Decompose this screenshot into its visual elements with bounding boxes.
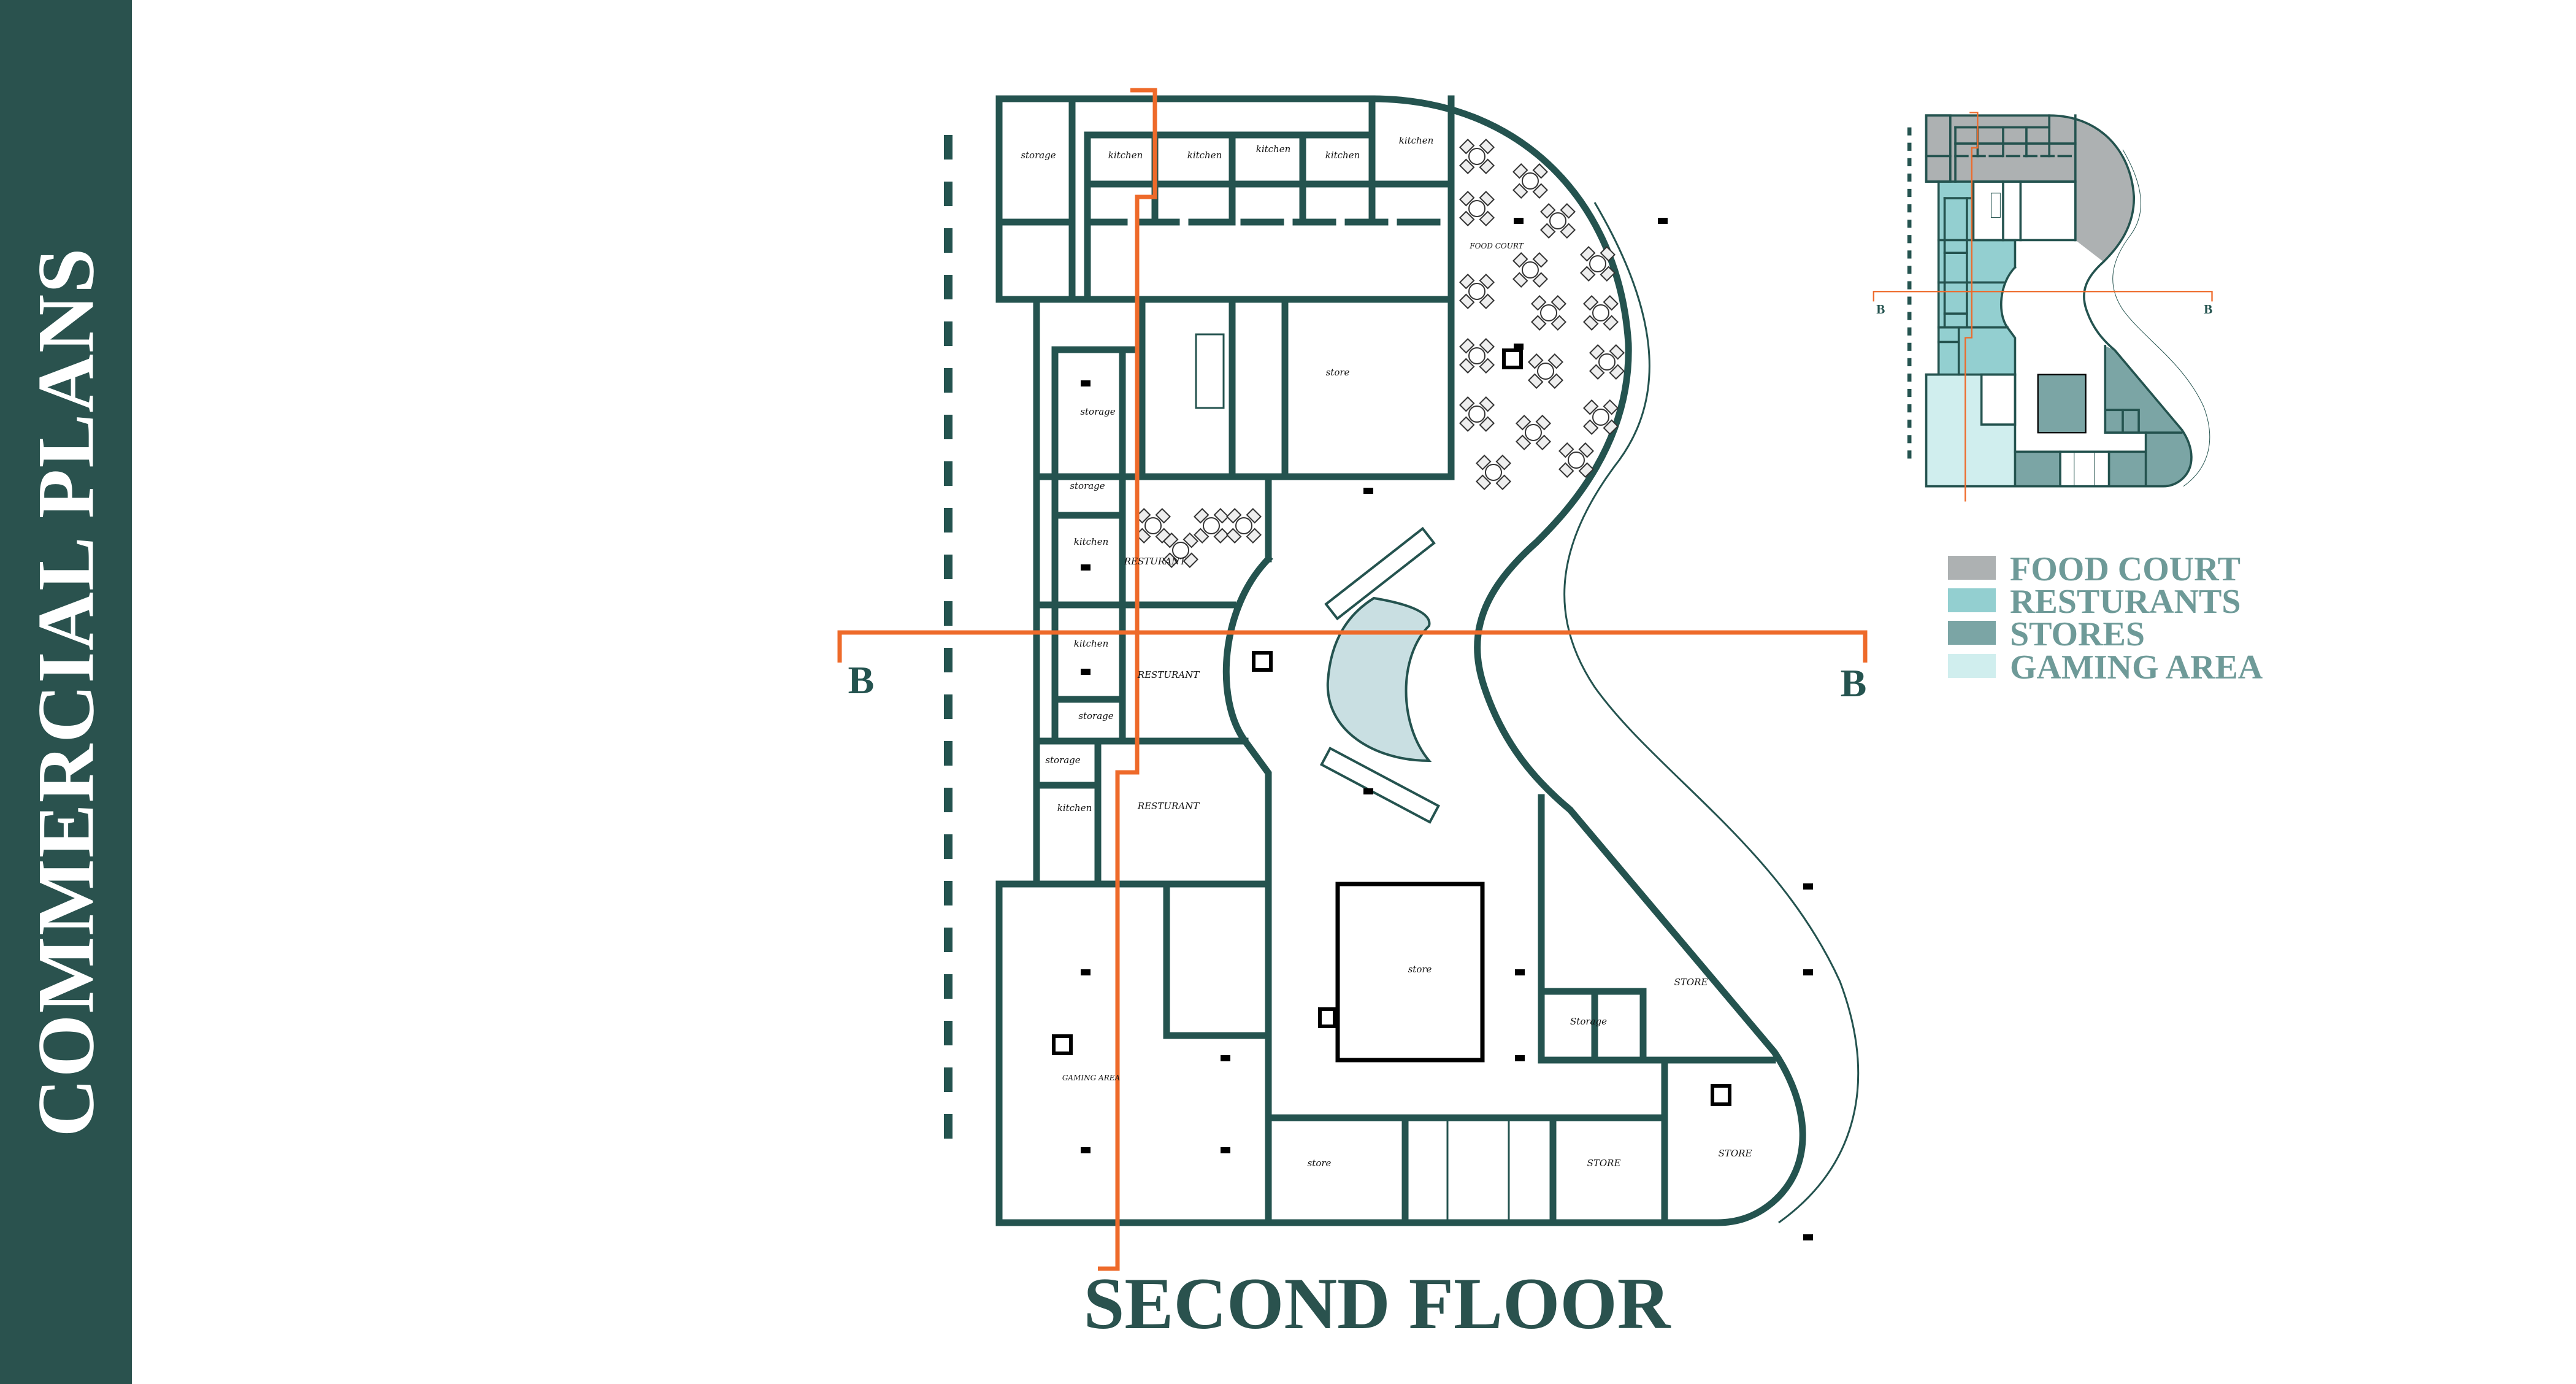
key-plan-section-marker-right: B — [2204, 302, 2212, 317]
legend-item-stores: STORES — [1948, 615, 2145, 653]
room-label: kitchen — [1187, 150, 1222, 161]
room-label: storage — [1080, 406, 1115, 417]
sidebar: COMMERCIAL PLANS — [0, 0, 132, 1384]
section-line-b — [837, 88, 1868, 1271]
key-plan: B B — [1873, 112, 2213, 502]
legend-item-food-court: FOOD COURT — [1948, 550, 2241, 588]
room-label: FOOD COURT — [1469, 242, 1524, 250]
room-label: RESTURANT — [1124, 556, 1186, 567]
room-label: kitchen — [1074, 536, 1109, 547]
escalator-icon — [1319, 747, 1441, 824]
room-label: kitchen — [1074, 638, 1109, 649]
room-label: kitchen — [1325, 150, 1360, 161]
room-label: GAMING AREA — [1062, 1074, 1121, 1082]
room-label: store — [1308, 1158, 1332, 1169]
food-court-tables — [1135, 139, 1625, 568]
legend: FOOD COURT RESTURANTS STORES GAMING AREA — [1948, 550, 2263, 686]
legend-item-gaming-area: GAMING AREA — [1948, 648, 2263, 686]
room-label: Storage — [1570, 1016, 1607, 1027]
room-label: STORE — [1674, 977, 1708, 988]
room-label: store — [1326, 367, 1350, 378]
room-label: store — [1408, 964, 1432, 975]
legend-swatch — [1948, 556, 1996, 580]
room-label: RESTURANT — [1137, 801, 1200, 812]
legend-swatch — [1948, 654, 1996, 678]
main-floor-plan: B B storage kitchen kitchen kitchen kitc… — [837, 88, 1868, 1344]
room-label: kitchen — [1057, 802, 1092, 813]
key-plan-section-marker-left: B — [1876, 302, 1885, 317]
fountain — [1326, 596, 1432, 763]
room-label: storage — [1070, 480, 1105, 491]
room-label: RESTURANT — [1137, 669, 1200, 680]
legend-swatch — [1948, 621, 1996, 645]
legend-label: STORES — [2010, 615, 2145, 653]
room-label: storage — [1045, 755, 1080, 766]
room-label: storage — [1078, 710, 1113, 721]
room-label: STORE — [1587, 1158, 1621, 1169]
room-label: kitchen — [1399, 135, 1434, 146]
legend-label: FOOD COURT — [2010, 550, 2241, 588]
plan-walls — [999, 99, 1858, 1223]
room-label: storage — [1021, 150, 1056, 161]
room-label: kitchen — [1108, 150, 1143, 161]
section-marker-left: B — [848, 658, 875, 702]
columns — [1052, 218, 1813, 1240]
room-label: STORE — [1719, 1148, 1752, 1159]
floor-title: SECOND FLOOR — [1084, 1263, 1671, 1344]
legend-swatch — [1948, 588, 1996, 612]
room-labels: storage kitchen kitchen kitchen kitchen … — [1021, 135, 1752, 1169]
room-label: kitchen — [1256, 144, 1291, 155]
legend-item-restaurants: RESTURANTS — [1948, 583, 2241, 621]
section-marker-right: B — [1841, 661, 1867, 705]
legend-label: RESTURANTS — [2010, 583, 2241, 621]
legend-label: GAMING AREA — [2010, 648, 2263, 686]
escalator-icon — [1324, 526, 1436, 621]
